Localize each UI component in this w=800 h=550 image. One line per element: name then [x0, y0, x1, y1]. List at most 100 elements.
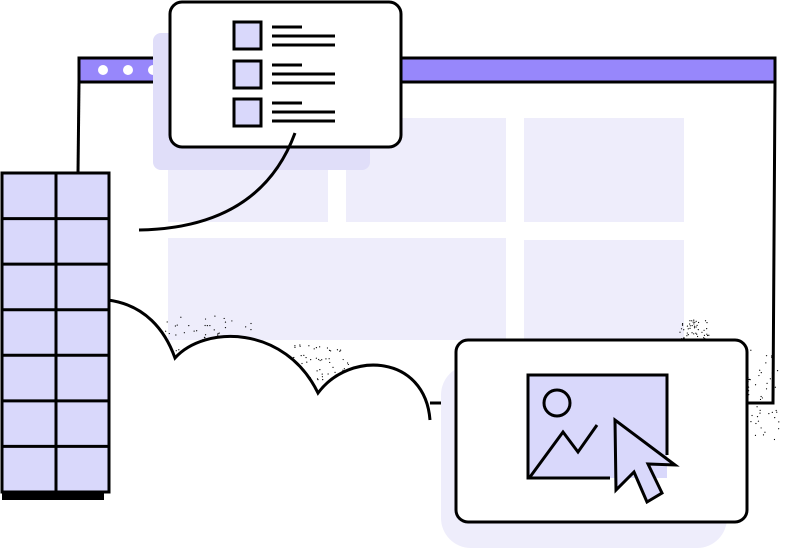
speckle	[765, 355, 768, 357]
speckle	[778, 428, 780, 430]
speckle	[693, 333, 695, 335]
speckle	[223, 317, 225, 320]
speckle	[687, 328, 689, 330]
speckle	[315, 347, 318, 349]
speckle	[759, 369, 761, 371]
speckle	[183, 332, 185, 334]
speckle	[319, 346, 321, 348]
speckle	[768, 413, 770, 415]
speckle	[757, 420, 760, 422]
speckle	[682, 322, 684, 325]
speckle	[703, 334, 706, 336]
speckle	[313, 348, 315, 350]
speckle	[696, 333, 698, 335]
speckle	[303, 354, 305, 356]
speckle	[697, 321, 700, 324]
speckle	[748, 378, 750, 381]
checkbox-icon	[232, 20, 263, 51]
speckle	[245, 326, 247, 328]
speckle	[224, 321, 227, 323]
speckle	[206, 325, 208, 327]
speckle	[218, 332, 220, 334]
checkbox-icon	[232, 59, 263, 90]
speckle	[214, 315, 216, 317]
speckle	[300, 355, 302, 357]
speckle	[683, 337, 685, 339]
speckle	[704, 320, 707, 322]
speckle	[299, 344, 301, 346]
checklist-item	[232, 97, 335, 128]
speckle	[322, 379, 324, 381]
speckle	[755, 422, 757, 425]
speckle	[347, 363, 349, 366]
speckle	[328, 358, 330, 360]
speckle	[231, 320, 233, 322]
panel	[524, 240, 684, 340]
speckle	[706, 328, 708, 330]
speckle	[166, 321, 168, 323]
speckle	[315, 357, 317, 359]
speckle	[773, 438, 776, 441]
cursor-icon	[613, 416, 680, 505]
speckle	[774, 386, 776, 388]
speckle	[759, 412, 761, 414]
speckle	[326, 347, 329, 349]
speckle	[776, 411, 778, 413]
speckle	[680, 328, 683, 330]
speckle	[679, 331, 681, 333]
speckle	[686, 332, 688, 334]
speckle	[760, 395, 762, 398]
speckle	[346, 362, 349, 364]
speckle	[305, 356, 307, 359]
speckle	[766, 382, 768, 384]
checklist-item	[232, 20, 335, 51]
speckle	[308, 345, 310, 347]
speckle	[692, 321, 694, 323]
speckle	[681, 324, 684, 326]
speckle	[250, 322, 252, 325]
speckle	[332, 366, 334, 368]
speckle	[250, 329, 252, 331]
speckle	[697, 329, 699, 331]
checklist-card	[168, 0, 403, 149]
speckle	[693, 325, 696, 327]
speckle	[771, 372, 773, 374]
speckle	[706, 322, 708, 324]
panel	[524, 118, 684, 222]
speckle	[750, 421, 752, 423]
speckle	[771, 356, 773, 359]
speckle	[339, 349, 342, 351]
speckle	[691, 324, 693, 327]
speckle	[174, 325, 176, 327]
speckle	[694, 321, 696, 323]
speckle	[213, 329, 215, 331]
window-dot	[123, 65, 133, 75]
speckle	[759, 398, 762, 401]
speckle	[301, 362, 303, 365]
speckle	[168, 332, 170, 335]
cloud-outline	[107, 298, 432, 421]
speckle	[330, 350, 332, 352]
speckle	[334, 371, 336, 373]
speckle	[776, 369, 779, 372]
speckle	[693, 319, 695, 321]
speckle	[769, 378, 771, 380]
speckle	[321, 373, 323, 375]
speckle	[217, 334, 219, 336]
speckle	[761, 397, 763, 399]
speckle	[760, 372, 762, 374]
speckle	[318, 358, 320, 361]
speckle	[695, 320, 697, 322]
speckle	[196, 330, 198, 332]
speckle	[294, 346, 296, 348]
speckle	[317, 379, 319, 381]
speckle	[686, 335, 688, 337]
speckle	[306, 361, 308, 363]
speckle	[750, 349, 752, 351]
speckle	[770, 355, 773, 357]
speckle	[703, 337, 705, 339]
speckle	[701, 331, 703, 333]
speckle	[774, 416, 776, 419]
speckle	[695, 332, 697, 334]
